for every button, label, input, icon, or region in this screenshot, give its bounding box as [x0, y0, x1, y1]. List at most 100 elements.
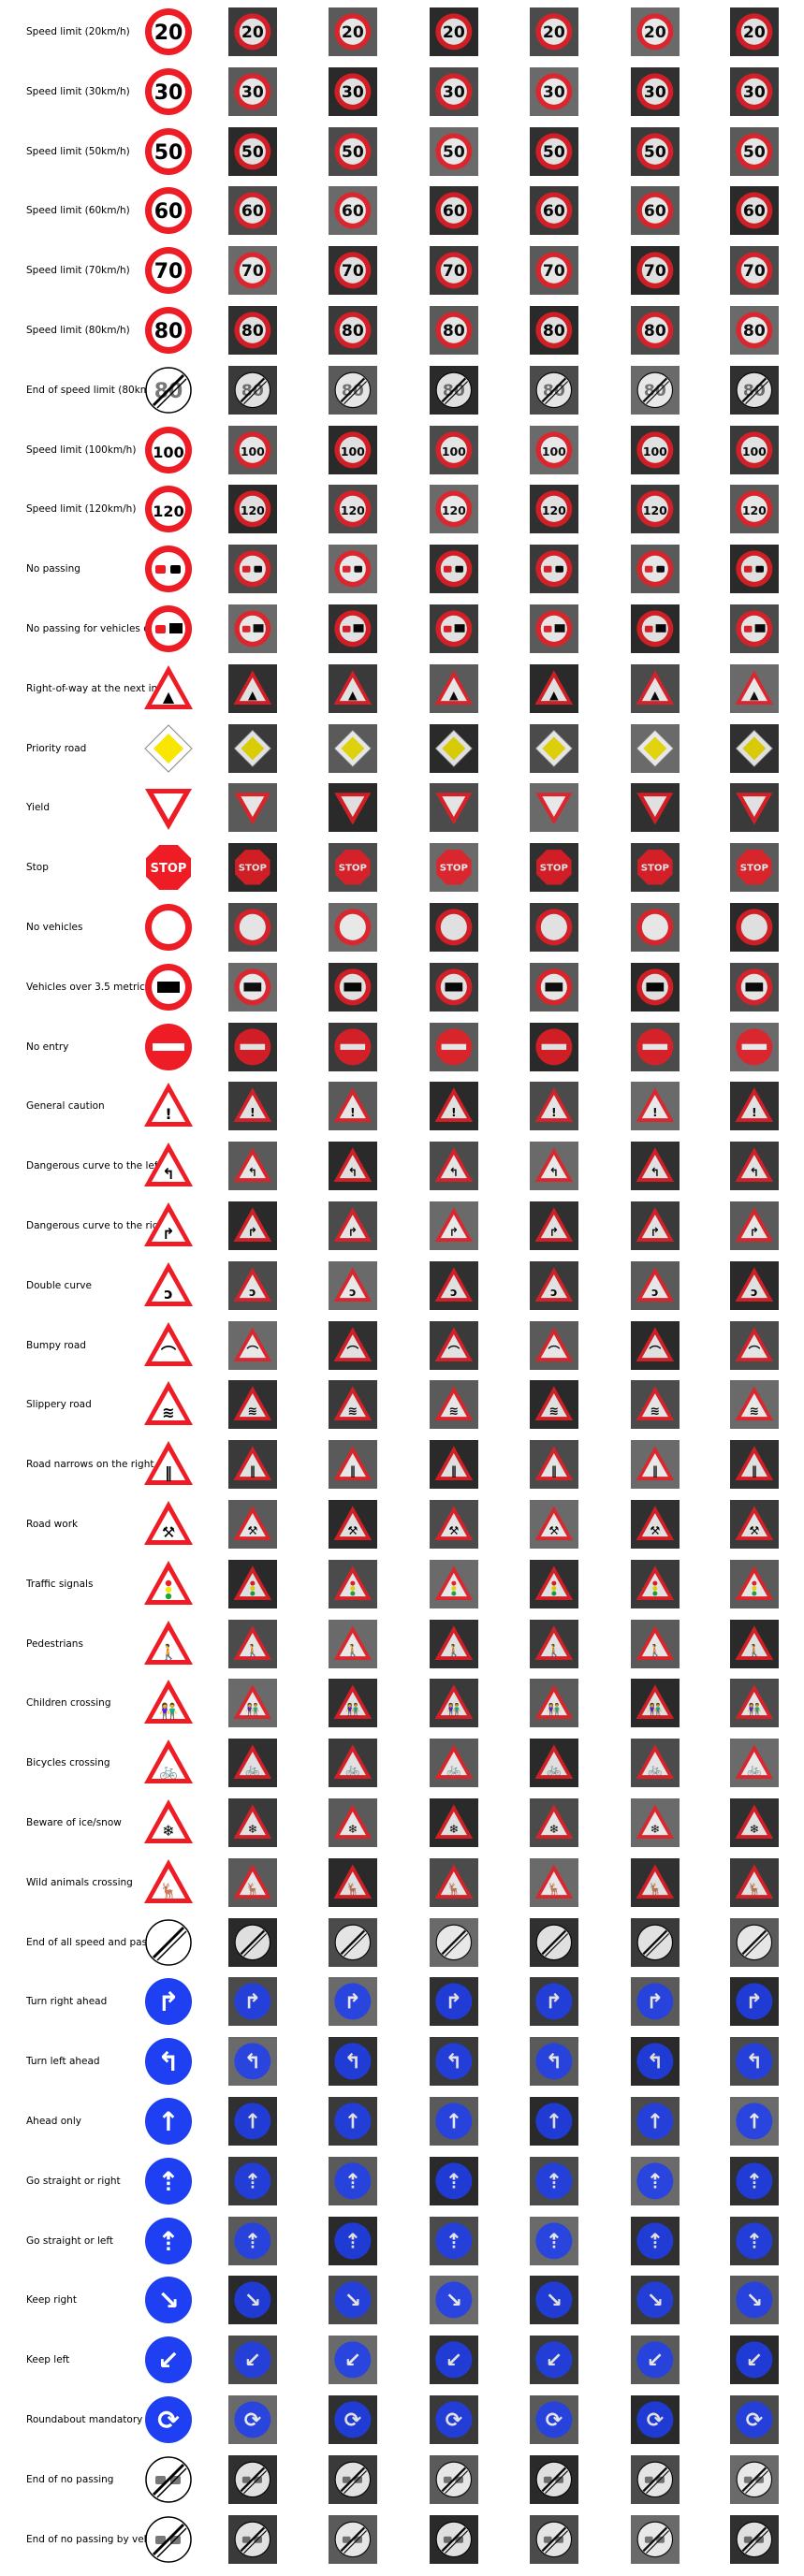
sign-label: Children crossing	[26, 1697, 111, 1710]
sample-image-thumbnail: ↱	[329, 1977, 377, 2027]
svg-text:⚒: ⚒	[247, 1523, 257, 1537]
svg-text:ↄ: ↄ	[450, 1285, 457, 1299]
sample-image-thumbnail: ↱	[329, 1201, 377, 1250]
svg-text:⚒: ⚒	[448, 1523, 459, 1537]
sign-label: Speed limit (60km/h)	[26, 205, 130, 217]
sample-image-thumbnail	[329, 1022, 377, 1071]
svg-text:⟳: ⟳	[647, 2409, 665, 2433]
svg-text:↱: ↱	[157, 1987, 179, 2017]
sign-label: General caution	[26, 1100, 105, 1113]
sample-image-thumbnail: ↑	[730, 2097, 779, 2146]
sample-image-thumbnail: 20	[430, 7, 478, 56]
svg-text:🦌: 🦌	[648, 1882, 663, 1896]
sample-image-thumbnail	[329, 2454, 377, 2504]
sample-image-thumbnail: ↰	[329, 2037, 377, 2087]
sign-row: Wild animals crossing🦌🦌🦌🦌🦌🦌🦌	[0, 1853, 804, 1912]
svg-text:60: 60	[154, 200, 183, 224]
svg-text:👫: 👫	[547, 1702, 562, 1716]
reference-sign-icon: ↱	[142, 1975, 195, 2028]
sample-image-thumbnail	[430, 903, 478, 952]
sample-image-thumbnail	[329, 2514, 377, 2564]
svg-text:⇡: ⇡	[244, 2170, 261, 2193]
svg-text:60: 60	[342, 202, 364, 221]
sample-image-thumbnail: ⌒	[329, 1320, 377, 1370]
sign-label: Speed limit (120km/h)	[26, 503, 137, 516]
svg-text:80: 80	[543, 322, 565, 341]
sample-image-thumbnail	[631, 604, 680, 653]
sign-label: Stop	[26, 862, 49, 874]
sample-image-thumbnail: 100	[430, 425, 478, 474]
reference-sign-icon: ↘	[142, 2274, 195, 2326]
sample-image-thumbnail: 20	[530, 7, 578, 56]
svg-text:🚶: 🚶	[159, 1643, 178, 1661]
sample-image-thumbnail	[228, 962, 277, 1011]
svg-text:ↄ: ↄ	[550, 1285, 557, 1299]
sample-image-thumbnail: 🚶	[329, 1619, 377, 1668]
sample-image-thumbnail: ⇡	[631, 2156, 680, 2205]
sample-image-thumbnail: ⇡	[430, 2156, 478, 2205]
sign-row: Children crossing👫👫👫👫👫👫👫	[0, 1673, 804, 1732]
sample-image-thumbnail: !	[329, 1082, 377, 1131]
sample-image-thumbnail: 60	[631, 186, 680, 236]
sign-row: Road work⚒⚒⚒⚒⚒⚒⚒	[0, 1494, 804, 1553]
svg-text:20: 20	[154, 22, 183, 45]
svg-text:70: 70	[342, 262, 364, 281]
reference-sign-icon	[142, 543, 195, 595]
sample-image-thumbnail: STOP	[631, 843, 680, 893]
sample-image-thumbnail: 80	[430, 365, 478, 415]
sample-image-thumbnail: 20	[730, 7, 779, 56]
sample-image-thumbnail: STOP	[530, 843, 578, 893]
svg-text:100: 100	[442, 444, 466, 458]
svg-text:👫: 👫	[345, 1702, 360, 1716]
sign-row: End of speed limit (80km/h)8080808080808…	[0, 360, 804, 419]
sample-image-thumbnail	[430, 545, 478, 594]
reference-sign-icon	[142, 2453, 195, 2506]
sample-image-thumbnail: ↘	[430, 2276, 478, 2325]
reference-sign-icon: 80	[142, 304, 195, 357]
svg-text:⟳: ⟳	[244, 2409, 262, 2433]
sample-image-thumbnail: ↙	[430, 2336, 478, 2385]
sample-image-thumbnail: 60	[430, 186, 478, 236]
sample-image-thumbnail: 50	[530, 126, 578, 176]
sign-row: Bumpy road⌒⌒⌒⌒⌒⌒⌒	[0, 1316, 804, 1375]
sign-row: Go straight or left⇡⇡⇡⇡⇡⇡⇡	[0, 2211, 804, 2270]
sample-image-thumbnail: ↘	[730, 2276, 779, 2325]
svg-text:↰: ↰	[446, 2051, 462, 2074]
sample-image-thumbnail: 120	[631, 485, 680, 534]
sample-image-thumbnail: 🦌	[430, 1857, 478, 1907]
svg-text:❄: ❄	[549, 1822, 559, 1836]
svg-text:STOP: STOP	[440, 864, 468, 874]
svg-text:⇡: ⇡	[647, 2170, 664, 2193]
sample-image-thumbnail: ≋	[228, 1380, 277, 1430]
sample-image-thumbnail: 70	[631, 246, 680, 296]
sample-image-thumbnail: 🚲	[631, 1739, 680, 1788]
reference-sign-icon: ▲	[142, 662, 195, 715]
svg-text:⇡: ⇡	[157, 2166, 179, 2197]
svg-text:120: 120	[742, 503, 767, 517]
svg-text:🚲: 🚲	[245, 1762, 260, 1776]
sample-image-thumbnail: 80	[228, 306, 277, 355]
sample-image-thumbnail	[329, 1917, 377, 1967]
svg-text:70: 70	[154, 260, 183, 284]
sample-image-thumbnail	[228, 1917, 277, 1967]
svg-text:‖: ‖	[451, 1463, 457, 1477]
sample-image-thumbnail: 🚲	[430, 1739, 478, 1788]
svg-text:‖: ‖	[551, 1463, 557, 1477]
svg-text:50: 50	[644, 143, 666, 162]
svg-text:120: 120	[643, 503, 667, 517]
sign-label: End of no passing by vehicles over 3.5 m…	[26, 2533, 157, 2545]
sample-image-thumbnail: ↘	[530, 2276, 578, 2325]
sample-image-thumbnail	[530, 1917, 578, 1967]
svg-text:↑: ↑	[746, 2111, 763, 2134]
svg-text:⌒: ⌒	[246, 1344, 259, 1358]
svg-text:↱: ↱	[750, 1225, 759, 1239]
sample-image-thumbnail: 120	[430, 485, 478, 534]
sample-image-thumbnail	[530, 1559, 578, 1608]
sample-image-thumbnail: STOP	[430, 843, 478, 893]
svg-text:100: 100	[542, 444, 566, 458]
svg-text:80: 80	[342, 322, 364, 341]
svg-text:❄: ❄	[449, 1822, 459, 1836]
sample-image-thumbnail: 50	[730, 126, 779, 176]
sample-image-thumbnail: ↄ	[430, 1260, 478, 1310]
